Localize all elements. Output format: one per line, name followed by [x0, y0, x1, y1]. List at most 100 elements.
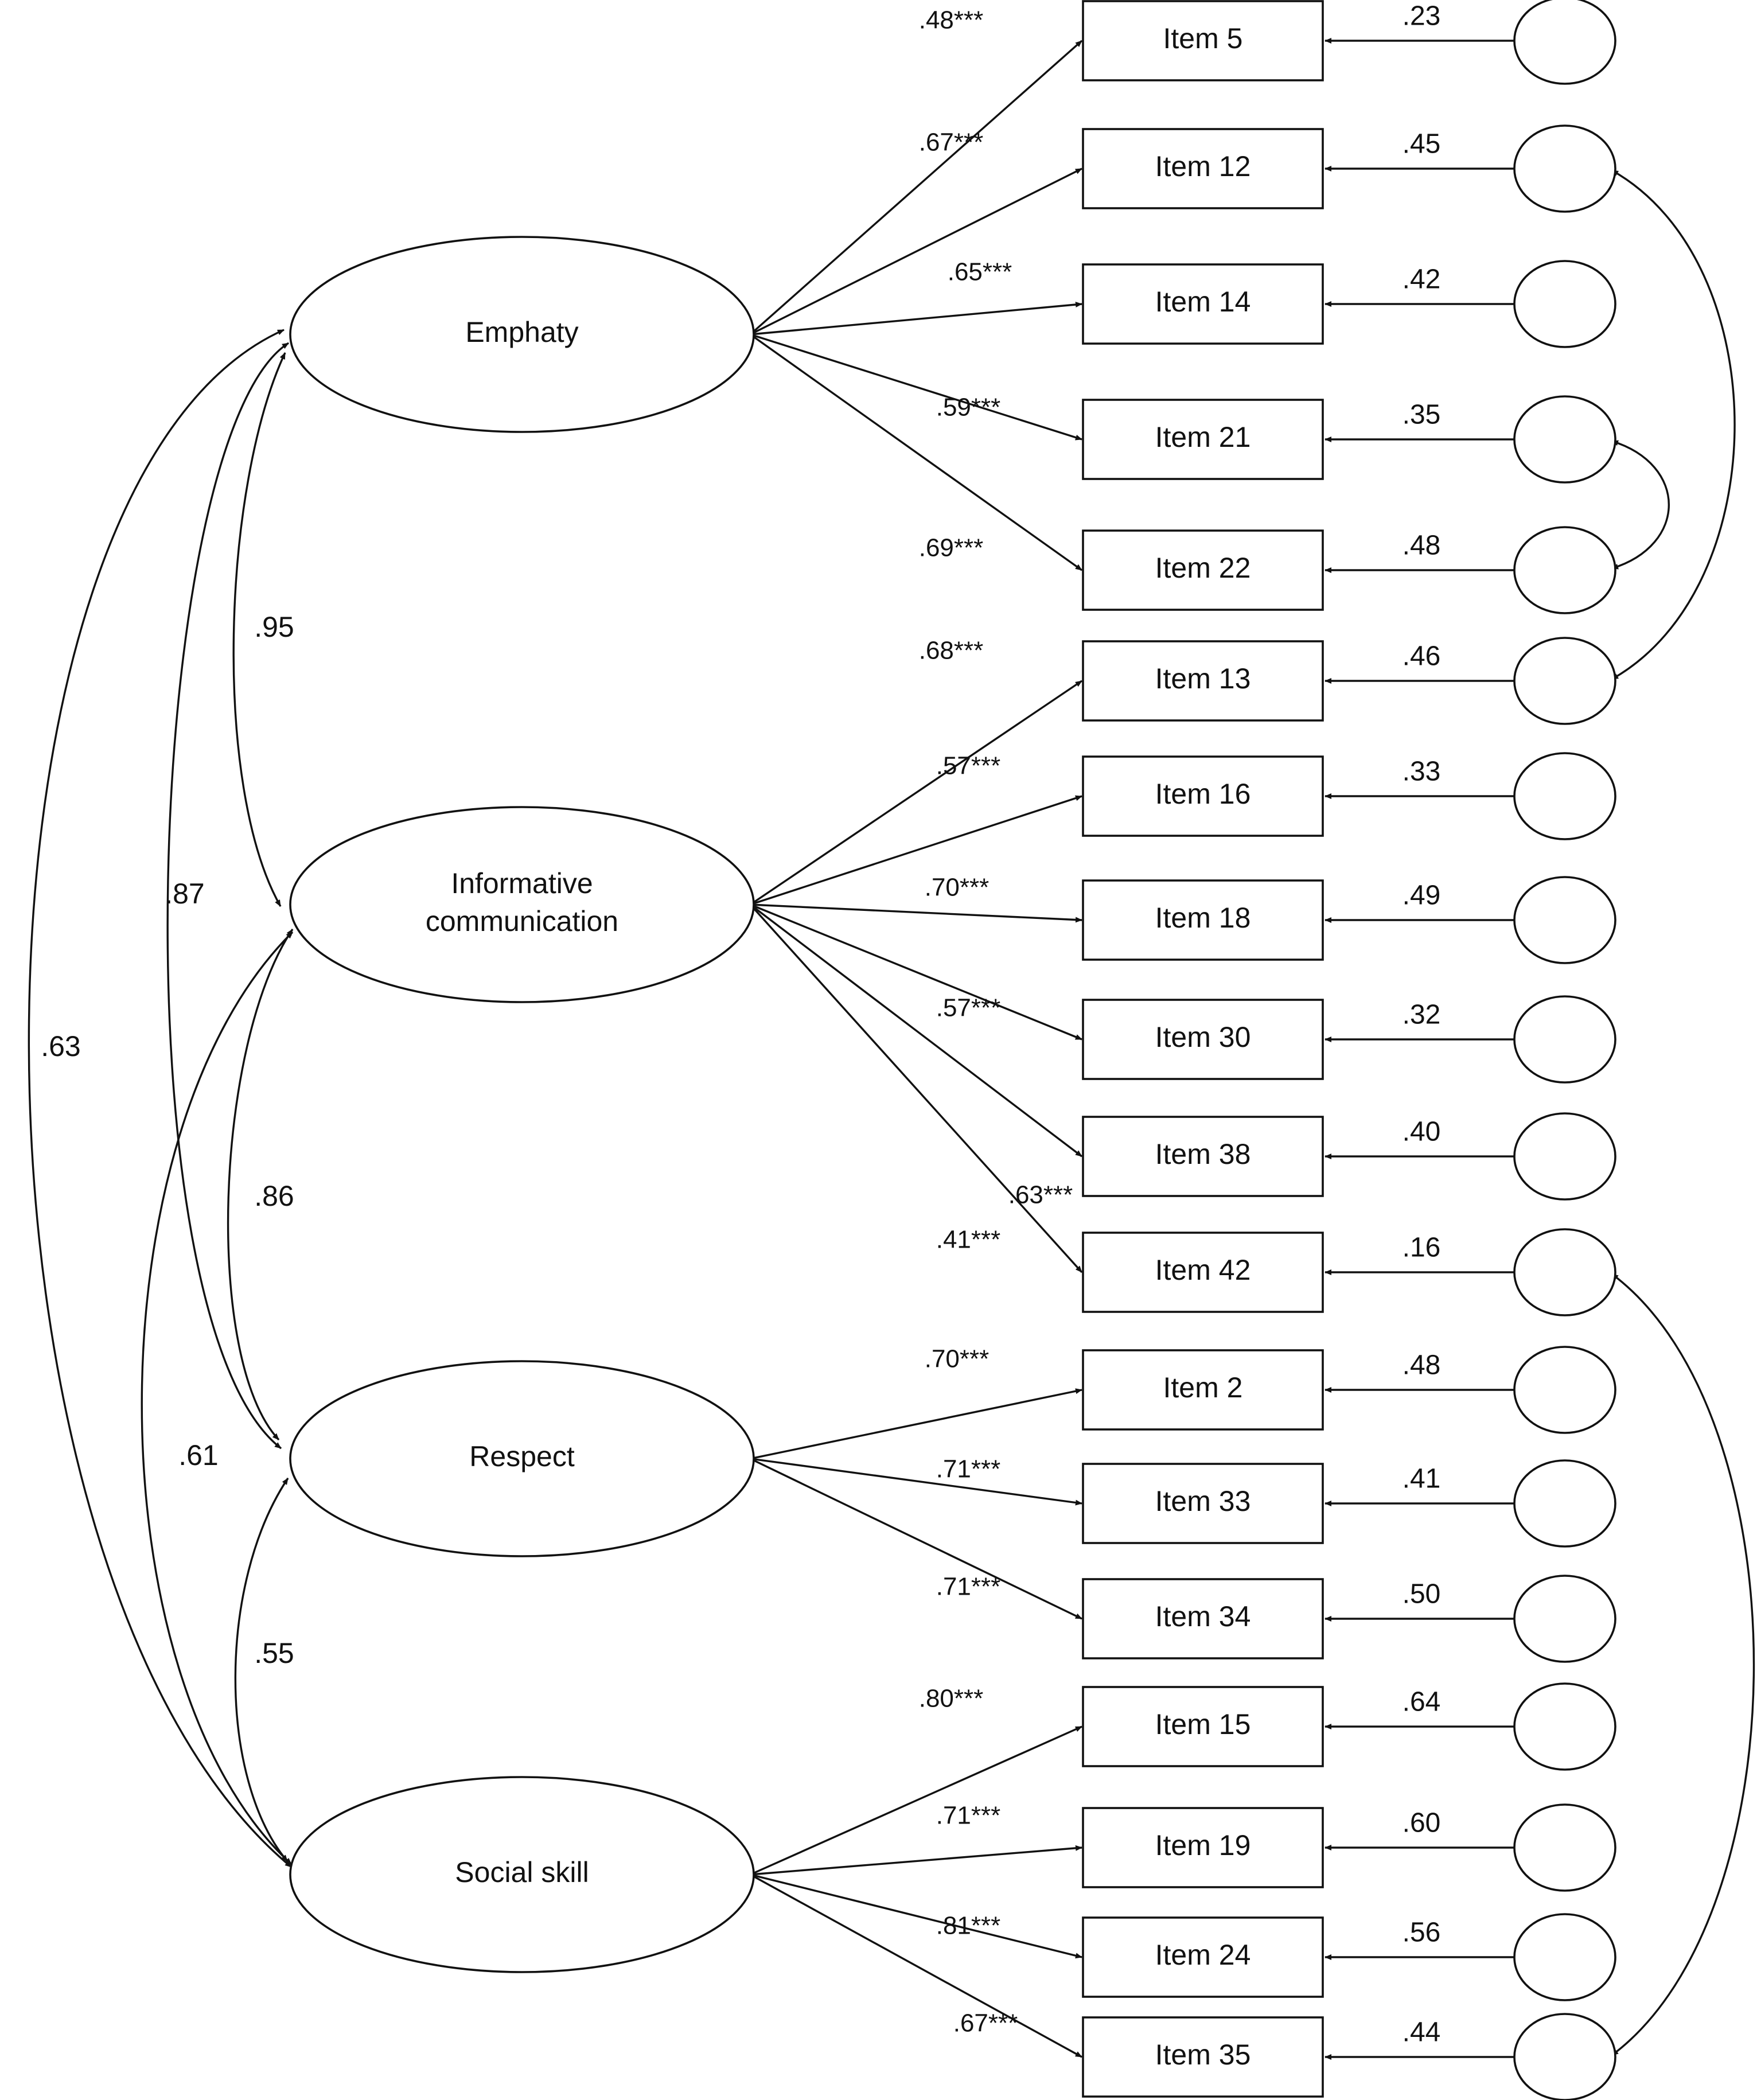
item-label: Item 30 [1155, 1021, 1251, 1053]
error-term: .16 [1324, 1228, 1616, 1316]
item-item-21: Item 21 [1082, 399, 1324, 480]
item-box [1082, 879, 1324, 961]
loading-arrow [750, 1388, 1082, 1460]
correlation-emphaty-respect: .87 [165, 342, 289, 1450]
item-box [1082, 0, 1324, 81]
error-ellipse [1513, 995, 1616, 1084]
item-box [1082, 640, 1324, 722]
error-ellipse [1513, 752, 1616, 840]
error-value: .32 [1403, 1000, 1441, 1030]
factor-respect: Respect [289, 1360, 755, 1557]
covariance-curve [1611, 1273, 1755, 2056]
item-label: Item 15 [1155, 1708, 1251, 1740]
error-ellipse [1513, 260, 1616, 348]
item-box [1082, 1916, 1324, 1998]
error-term: .40 [1324, 1112, 1616, 1201]
error-term: .42 [1324, 260, 1616, 348]
item-label: Item 16 [1155, 778, 1251, 810]
correlation-informative-respect: .86 [227, 929, 294, 1441]
loading-arrow [750, 1458, 1082, 1620]
covariance-curve [1611, 440, 1670, 570]
item-item-16: Item 16 [1082, 755, 1324, 837]
loading-arrow [750, 680, 1082, 906]
error-covariance [1611, 440, 1670, 570]
factor-label: communication [426, 905, 618, 937]
factor-label: Informative [451, 867, 593, 899]
correlation-curve [166, 342, 289, 1450]
item-box [1082, 1232, 1324, 1313]
item-item-15: Item 15 [1082, 1686, 1324, 1767]
item-item-30: Item 30 [1082, 999, 1324, 1080]
error-ellipse [1513, 1346, 1616, 1434]
error-value: .50 [1403, 1579, 1441, 1610]
factor-correlations: .95.87.63.86.61.55 [28, 329, 294, 1868]
error-value: .60 [1403, 1808, 1441, 1838]
item-item-24: Item 24 [1082, 1916, 1324, 1998]
loading-value: .65*** [948, 258, 1012, 286]
factor-label: Respect [469, 1440, 575, 1472]
loading-value: .57*** [936, 994, 1001, 1022]
factor-ellipse [289, 1360, 755, 1557]
item-label: Item 5 [1163, 22, 1243, 54]
loading-path: .71*** [750, 1802, 1082, 1876]
loading-path: .67*** [750, 128, 1082, 336]
factor-social: Social skill [289, 1776, 755, 1973]
item-label: Item 38 [1155, 1138, 1251, 1170]
error-ellipse [1513, 1575, 1616, 1663]
correlation-value: .87 [165, 878, 205, 910]
loading-arrow [750, 1725, 1082, 1876]
item-item-12: Item 12 [1082, 128, 1324, 209]
error-term: .48 [1324, 526, 1616, 614]
loading-path: .63*** [749, 903, 1083, 1209]
loading-path: .80*** [750, 1685, 1082, 1876]
loading-arrow [750, 1873, 1082, 2058]
correlation-value: .61 [178, 1439, 219, 1471]
correlation-curve [28, 329, 293, 1868]
loading-arrow [749, 903, 1083, 1273]
factor-label: Social skill [455, 1856, 589, 1888]
item-box [1082, 1686, 1324, 1767]
item-label: Item 24 [1155, 1939, 1251, 1971]
factor-emphaty: Emphaty [289, 236, 755, 433]
error-term: .45 [1324, 124, 1616, 213]
item-label: Item 12 [1155, 150, 1251, 182]
item-item-13: Item 13 [1082, 640, 1324, 722]
correlation-informative-social: .61 [141, 931, 294, 1865]
loading-value: .80*** [919, 1685, 984, 1713]
loading-path: .67*** [750, 1873, 1082, 2058]
item-item-42: Item 42 [1082, 1232, 1324, 1313]
loading-path: .71*** [750, 1458, 1082, 1620]
error-term: .50 [1324, 1575, 1616, 1663]
loading-path: .57*** [750, 752, 1082, 906]
loading-arrow [750, 903, 1082, 1041]
loading-arrow [750, 795, 1082, 906]
loading-arrow [750, 333, 1082, 571]
error-ellipse [1513, 395, 1616, 484]
error-value: .16 [1403, 1233, 1441, 1263]
factor-label: Emphaty [465, 316, 578, 348]
loading-path: .70*** [750, 874, 1082, 923]
correlation-value: .95 [254, 611, 294, 643]
error-term: .60 [1324, 1803, 1616, 1892]
item-box [1082, 2016, 1324, 2098]
item-item-5: Item 5 [1082, 0, 1324, 81]
item-label: Item 2 [1163, 1372, 1243, 1404]
item-label: Item 42 [1155, 1254, 1251, 1286]
loading-path: .41*** [749, 903, 1083, 1273]
loading-value: .48*** [919, 6, 984, 34]
error-ellipse [1513, 1112, 1616, 1201]
error-ellipse [1513, 2013, 1616, 2100]
error-ellipse [1513, 1682, 1616, 1771]
item-label: Item 19 [1155, 1829, 1251, 1861]
item-box [1082, 1463, 1324, 1544]
loading-value: .57*** [936, 752, 1001, 780]
error-term: .48 [1324, 1346, 1616, 1434]
error-term: .35 [1324, 395, 1616, 484]
correlation-curve [232, 352, 286, 907]
error-ellipse [1513, 0, 1616, 85]
loading-path: .68*** [750, 637, 1082, 906]
item-box [1082, 529, 1324, 611]
item-label: Item 14 [1155, 286, 1251, 318]
loading-arrow [750, 167, 1082, 336]
